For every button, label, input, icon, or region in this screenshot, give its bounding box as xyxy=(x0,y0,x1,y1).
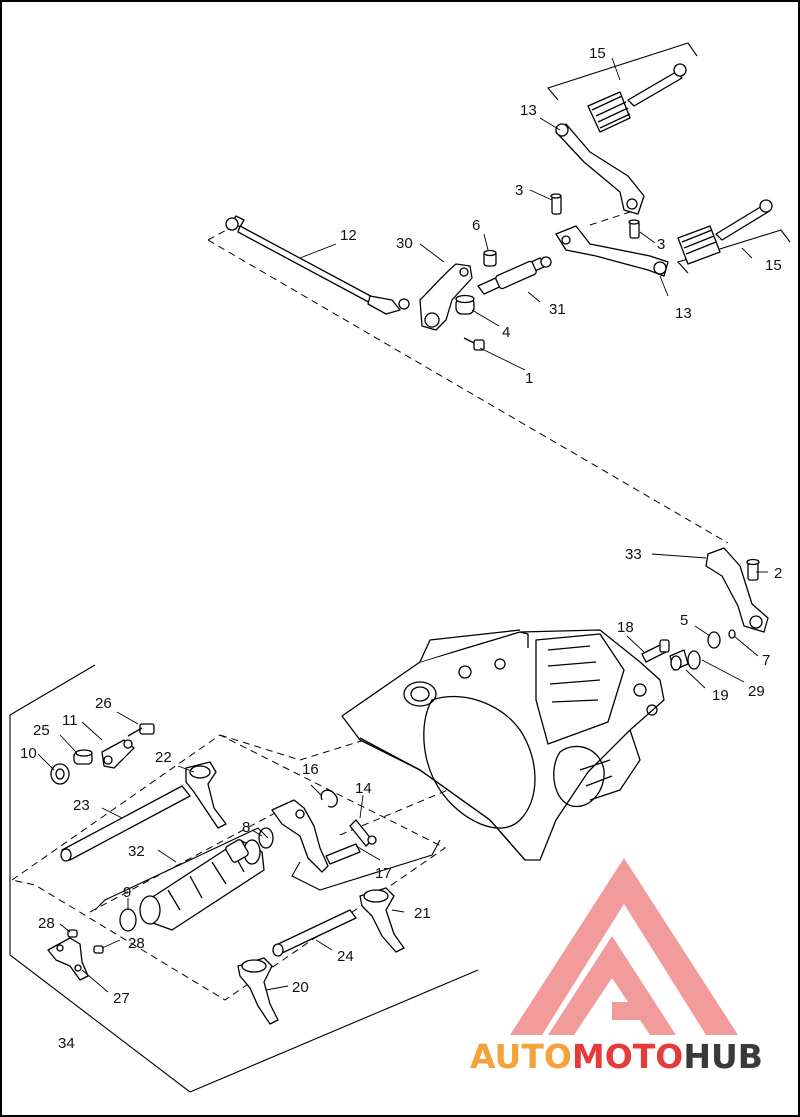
part-detent-arm-11 xyxy=(101,739,135,769)
parts-group xyxy=(47,63,773,1025)
part-screw-26 xyxy=(127,723,155,737)
callout-28-lower: 28 xyxy=(128,935,145,952)
part-shift-lever-13-upper xyxy=(555,123,645,215)
part-seal-29 xyxy=(687,650,701,670)
watermark-text: AUTOMOTOHUB xyxy=(470,1037,763,1076)
callout-34: 34 xyxy=(58,1035,75,1052)
part-footpeg-15-lower xyxy=(677,199,773,265)
callout-31: 31 xyxy=(549,301,566,318)
watermark-logo-mark xyxy=(510,858,738,1035)
part-bushing-4 xyxy=(455,294,475,315)
callout-22: 22 xyxy=(155,749,172,766)
part-spring-clip-16 xyxy=(320,789,338,808)
part-shift-fork-21 xyxy=(359,887,405,953)
part-spring-14 xyxy=(349,819,377,847)
leader-lines xyxy=(37,57,768,993)
callout-12: 12 xyxy=(340,227,357,244)
callout-11: 11 xyxy=(62,712,78,729)
part-ring-9 xyxy=(119,908,137,932)
callout-5: 5 xyxy=(680,612,688,629)
part-screw-2 xyxy=(746,558,760,581)
callout-21: 21 xyxy=(414,905,431,922)
part-shift-fork-22 xyxy=(185,761,227,829)
callout-20: 20 xyxy=(292,979,309,996)
part-ring-7 xyxy=(728,629,736,639)
watermark-text-auto: AUTO xyxy=(470,1037,572,1076)
part-screw-18 xyxy=(641,639,670,663)
callout-16: 16 xyxy=(302,761,319,778)
callout-17: 17 xyxy=(375,865,392,882)
part-footpeg-15-upper xyxy=(587,63,687,133)
callout-10: 10 xyxy=(20,745,37,762)
callout-7: 7 xyxy=(762,652,770,669)
part-screw-3-upper xyxy=(550,193,562,215)
part-screw-3-lower xyxy=(628,219,640,239)
callout-6: 6 xyxy=(472,217,480,234)
part-pawl-assembly-17 xyxy=(271,799,361,873)
part-spacer-25 xyxy=(73,749,93,765)
callout-15-lower: 15 xyxy=(765,257,782,274)
callout-8: 8 xyxy=(242,819,250,836)
callout-29: 29 xyxy=(748,683,765,700)
part-bracket-27 xyxy=(47,937,89,981)
kit-bracket-lines xyxy=(9,42,791,1093)
part-screw-1 xyxy=(463,337,485,351)
part-roller-10 xyxy=(50,763,70,785)
callout-33: 33 xyxy=(625,546,642,563)
part-ring-8 xyxy=(258,827,274,849)
watermark-logo: AUTOMOTOHUB xyxy=(470,858,763,1076)
part-shift-fork-20 xyxy=(237,957,279,1025)
callout-19: 19 xyxy=(712,687,729,704)
part-washer-5 xyxy=(707,631,721,649)
callout-4: 4 xyxy=(502,324,510,341)
callout-14: 14 xyxy=(355,780,372,797)
callout-9: 9 xyxy=(123,884,131,901)
callout-1: 1 xyxy=(525,370,533,387)
callout-23: 23 xyxy=(73,797,90,814)
callout-labels: 1 2 3 3 4 5 6 7 8 9 10 11 12 13 13 14 15… xyxy=(20,45,782,1052)
part-shift-lever-30 xyxy=(419,263,473,331)
part-screw-28-upper xyxy=(67,929,78,938)
part-shift-drum-32 xyxy=(139,839,265,931)
callout-18: 18 xyxy=(617,619,634,636)
part-shift-lever-13-lower xyxy=(555,225,669,277)
callout-13-upper: 13 xyxy=(520,102,537,119)
watermark-text-moto: MOTO xyxy=(572,1037,683,1076)
part-bushing-19 xyxy=(669,649,689,671)
part-shift-shaft-31 xyxy=(477,256,552,295)
callout-26: 26 xyxy=(95,695,112,712)
part-screw-28-lower xyxy=(93,945,104,954)
callout-13-lower: 13 xyxy=(675,305,692,322)
callout-3-upper: 3 xyxy=(515,182,523,199)
callout-32: 32 xyxy=(128,843,145,860)
callout-27: 27 xyxy=(113,990,130,1007)
callout-3-lower: 3 xyxy=(657,236,665,253)
part-shifter-rod xyxy=(225,215,410,315)
callout-28-upper: 28 xyxy=(38,915,55,932)
callout-30: 30 xyxy=(396,235,413,252)
callout-15-upper: 15 xyxy=(589,45,606,62)
part-bushing-6 xyxy=(483,249,497,267)
crankcase-housing xyxy=(341,629,665,861)
callout-24: 24 xyxy=(337,948,354,965)
part-lever-33 xyxy=(705,547,769,633)
callout-2: 2 xyxy=(774,565,782,582)
part-fork-shaft-24 xyxy=(272,909,357,957)
watermark-text-hub: HUB xyxy=(683,1037,763,1076)
part-fork-shaft-23 xyxy=(60,785,191,862)
callout-25: 25 xyxy=(33,722,50,739)
